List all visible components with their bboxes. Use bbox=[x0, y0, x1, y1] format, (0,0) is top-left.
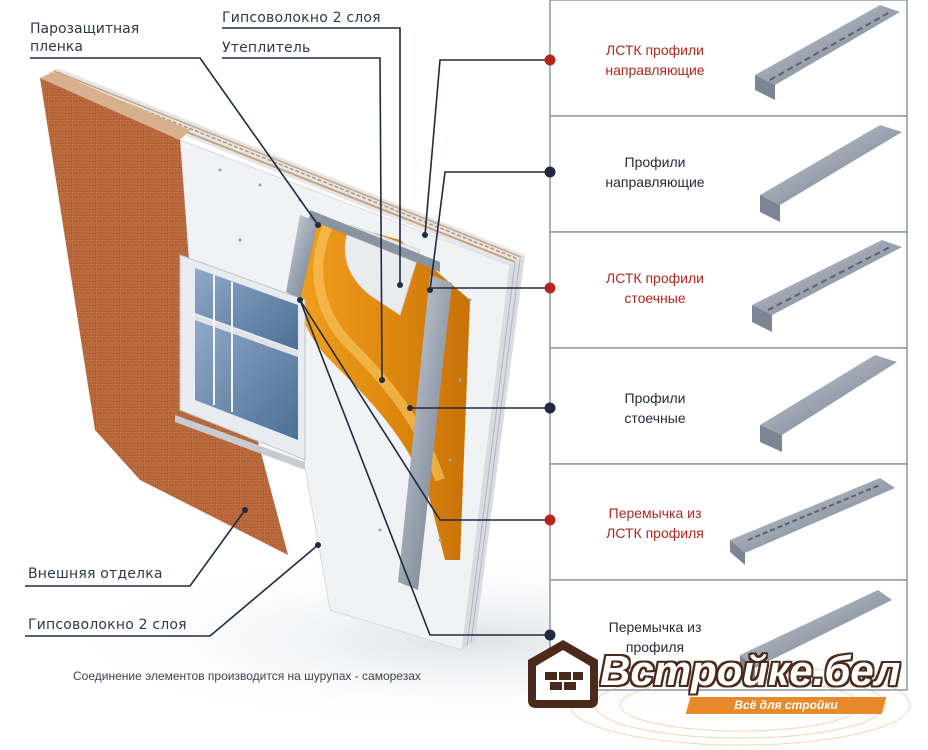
panel-3-line2: стоечные bbox=[624, 290, 686, 306]
vertical-stud bbox=[398, 275, 452, 590]
panel-1-line1: ЛСТК профили bbox=[606, 42, 704, 58]
leader-dots bbox=[242, 54, 556, 641]
panel-5-line2: ЛСТК профиля bbox=[606, 525, 704, 541]
label-insulation: Утеплитель bbox=[222, 40, 311, 56]
brand-tagline: Всё для стройки bbox=[734, 698, 838, 712]
panel-3-line1: ЛСТК профили bbox=[606, 270, 704, 286]
label-exterior-finish: Внешняя отделка bbox=[28, 566, 163, 582]
panel-2-line2: направляющие bbox=[605, 174, 705, 190]
top-track bbox=[310, 210, 440, 272]
brand-house-icon bbox=[528, 640, 598, 708]
wall-right-edge bbox=[462, 255, 525, 650]
profile-image-2 bbox=[760, 125, 902, 222]
panel-5-line1: Перемычка из bbox=[608, 505, 702, 521]
panel-4-line2: стоечные bbox=[624, 410, 686, 426]
profile-image-3 bbox=[752, 240, 902, 332]
profile-image-1 bbox=[755, 5, 900, 100]
footnote: Соединение элементов производится на шур… bbox=[73, 669, 421, 683]
label-vapor-film-1: Парозащитная bbox=[30, 21, 140, 37]
brand-name: Встройке.бел bbox=[600, 647, 901, 694]
profile-image-6 bbox=[740, 590, 892, 680]
exterior-finish-edge bbox=[40, 72, 190, 140]
panel-4-text: Профили стоечные bbox=[580, 388, 730, 428]
panel-1-text: ЛСТК профили направляющие bbox=[580, 40, 730, 80]
profile-image-4 bbox=[760, 355, 897, 452]
window bbox=[175, 254, 306, 470]
panel-6-line1: Перемычка из bbox=[608, 619, 702, 635]
label-vapor-film-2: пленка bbox=[30, 39, 83, 55]
leader-lines bbox=[25, 27, 550, 637]
profile-image-5 bbox=[730, 478, 895, 565]
panel-2-text: Профили направляющие bbox=[580, 152, 730, 192]
vertical-stud-2 bbox=[286, 215, 318, 300]
panel-3-text: ЛСТК профили стоечные bbox=[580, 268, 730, 308]
label-gypsum-bottom: Гипсоволокно 2 слоя bbox=[28, 617, 187, 633]
panel-2-line1: Профили bbox=[624, 154, 686, 170]
brand-tagline-bar: Всё для стройки bbox=[685, 697, 887, 714]
label-vapor-film: Парозащитная пленка bbox=[30, 20, 139, 56]
panel-6-line2: профиля bbox=[625, 639, 685, 655]
label-gypsum-top: Гипсоволокно 2 слоя bbox=[222, 10, 381, 26]
panel-6-text: Перемычка из профиля bbox=[580, 617, 730, 657]
profile-panels bbox=[549, 0, 908, 691]
panel-4-line1: Профили bbox=[624, 390, 686, 406]
panel-1-line2: направляющие bbox=[605, 62, 705, 78]
panel-5-text: Перемычка из ЛСТК профиля bbox=[580, 503, 730, 543]
